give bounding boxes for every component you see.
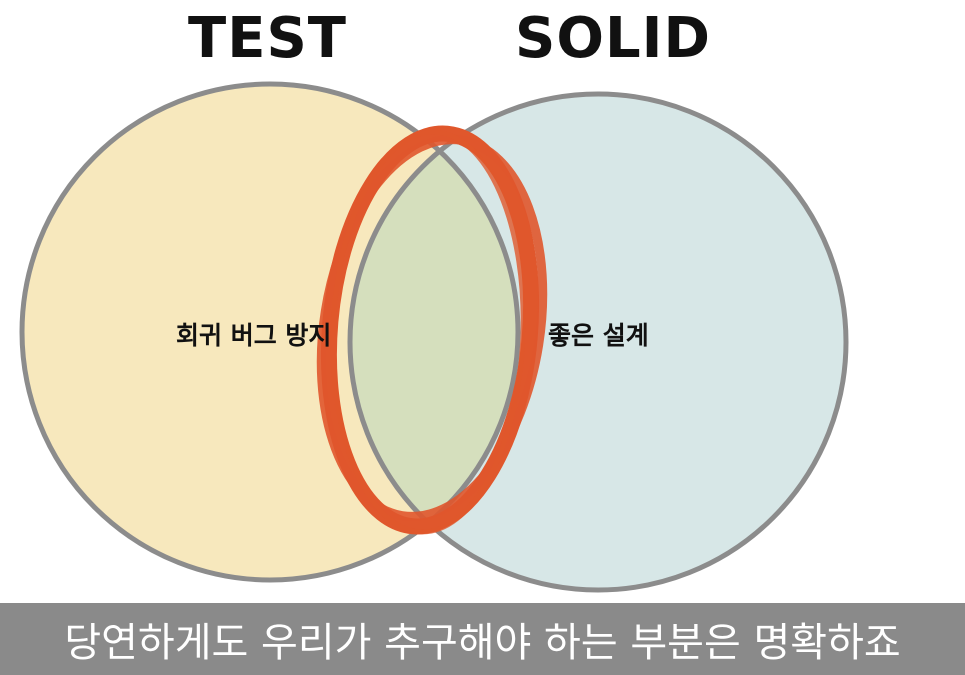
right-region-label: 좋은 설계 [548,321,649,350]
test-title: TEST [188,6,347,71]
intersection-highlight-brushstroke [316,125,548,535]
left-region-label: 회귀 버그 방지 [176,321,332,350]
solid-title: SOLID [515,6,711,71]
left-set-outline [19,81,521,583]
subtitle-bar: 당연하게도 우리가 추구해야 하는 부분은 명확하죠 [0,603,965,675]
right-set-outline [347,91,849,593]
intersection-region [350,94,518,580]
venn-diagram [19,81,849,593]
subtitle-text: 당연하게도 우리가 추구해야 하는 부분은 명확하죠 [64,620,901,666]
